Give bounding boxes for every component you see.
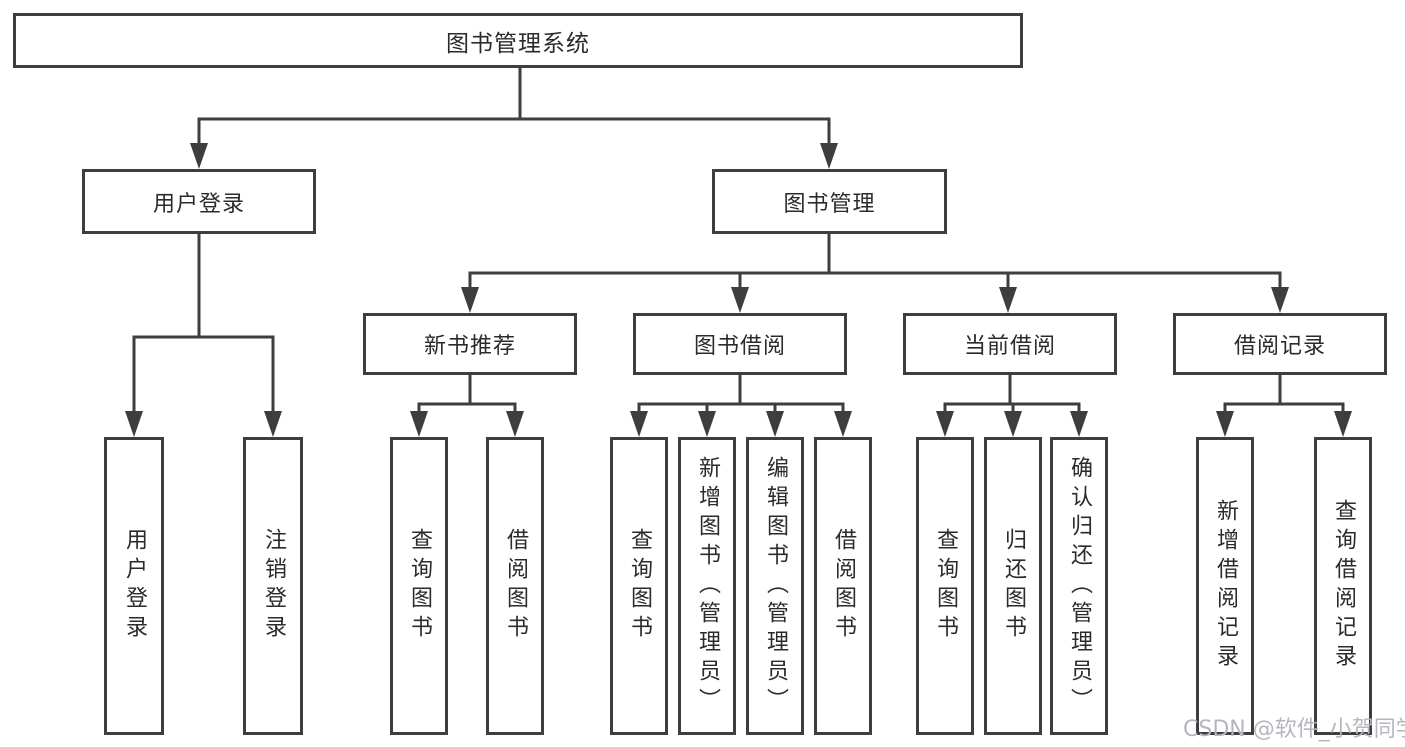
leaf-user-login-label: 用户登录 — [122, 528, 147, 644]
leaf-current-confirm-return-admin: 确认归还（管理员） — [1050, 437, 1108, 735]
leaf-newbook-borrow-books: 借阅图书 — [486, 437, 544, 735]
node-root-label: 图书管理系统 — [446, 30, 590, 57]
leaf-newbook-borrow-books-label: 借阅图书 — [503, 528, 528, 644]
leaf-records-add-record-label: 新增借阅记录 — [1213, 499, 1238, 673]
leaf-logout-label: 注销登录 — [261, 528, 286, 644]
leaf-records-query-record: 查询借阅记录 — [1314, 437, 1372, 735]
leaf-records-query-record-label: 查询借阅记录 — [1331, 499, 1356, 673]
node-borrow-records-label: 借阅记录 — [1233, 334, 1326, 359]
arrowhead-icons — [125, 143, 1352, 437]
leaf-borrow-borrow-books-label: 借阅图书 — [831, 528, 856, 644]
csdn-watermark: CSDN @软件_小贺同学 — [1183, 717, 1405, 742]
leaf-borrow-edit-books-admin-label: 编辑图书（管理员） — [763, 455, 788, 717]
leaf-borrow-borrow-books: 借阅图书 — [814, 437, 872, 735]
node-current-borrow-label: 当前借阅 — [963, 334, 1056, 359]
node-root: 图书管理系统 — [13, 13, 1023, 68]
leaf-borrow-query-books-label: 查询图书 — [627, 528, 652, 644]
leaf-records-add-record: 新增借阅记录 — [1196, 437, 1254, 735]
node-new-book-recommend: 新书推荐 — [363, 313, 577, 375]
leaf-newbook-query-books-label: 查询图书 — [407, 528, 432, 644]
node-borrow-records: 借阅记录 — [1173, 313, 1387, 375]
leaf-borrow-add-books-admin: 新增图书（管理员） — [678, 437, 736, 735]
leaf-current-query-books: 查询图书 — [916, 437, 974, 735]
node-book-management: 图书管理 — [712, 169, 947, 234]
node-book-borrow-label: 图书借阅 — [693, 334, 786, 359]
leaf-borrow-query-books: 查询图书 — [610, 437, 668, 735]
leaf-current-return-books: 归还图书 — [984, 437, 1042, 735]
leaf-logout: 注销登录 — [243, 437, 303, 735]
node-current-borrow: 当前借阅 — [903, 313, 1117, 375]
node-book-borrow: 图书借阅 — [633, 313, 847, 375]
leaf-current-query-books-label: 查询图书 — [933, 528, 958, 644]
leaf-user-login: 用户登录 — [104, 437, 164, 735]
node-user-login: 用户登录 — [82, 169, 316, 234]
leaf-current-return-books-label: 归还图书 — [1001, 528, 1026, 644]
node-new-book-recommend-label: 新书推荐 — [423, 334, 516, 359]
node-book-management-label: 图书管理 — [783, 191, 876, 217]
leaf-newbook-query-books: 查询图书 — [390, 437, 448, 735]
leaf-borrow-edit-books-admin: 编辑图书（管理员） — [746, 437, 804, 735]
leaf-borrow-add-books-admin-label: 新增图书（管理员） — [695, 455, 720, 717]
node-user-login-label: 用户登录 — [152, 191, 245, 217]
leaf-current-confirm-return-admin-label: 确认归还（管理员） — [1067, 455, 1092, 717]
